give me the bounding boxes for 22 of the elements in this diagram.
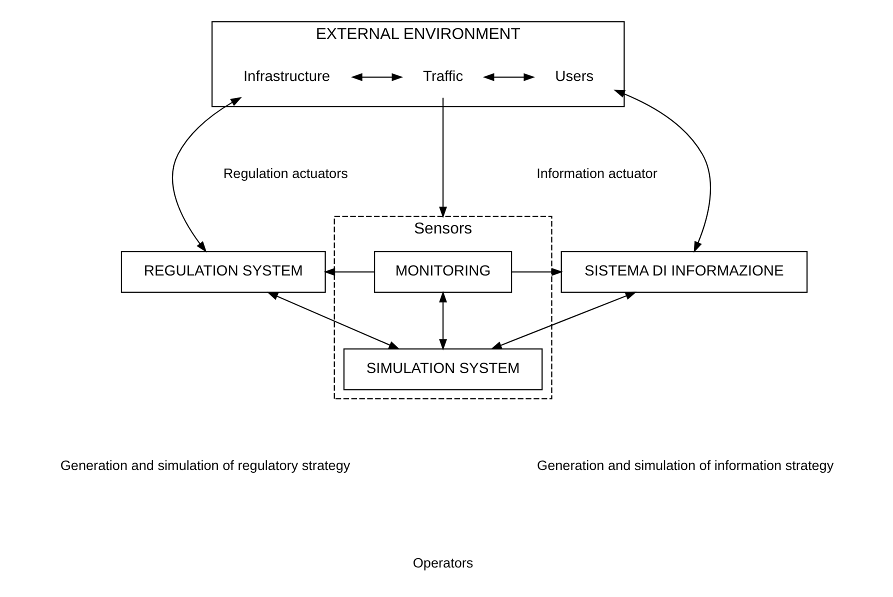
- node-box: SIMULATION SYSTEM: [342, 348, 542, 390]
- label: Operators: [412, 556, 473, 571]
- arrow: [171, 96, 242, 253]
- arrow: [482, 73, 535, 82]
- node-text: Infrastructure: [242, 69, 330, 85]
- arrow: [266, 292, 400, 350]
- arrow: [350, 73, 403, 82]
- arrow: [511, 268, 562, 276]
- arrow: [490, 292, 636, 350]
- node-box: MONITORING: [373, 250, 512, 293]
- label: Information actuator: [536, 166, 657, 182]
- arrow: [438, 98, 446, 218]
- node-text: Users: [554, 69, 594, 85]
- label: Regulation actuators: [222, 166, 348, 182]
- node-box: REGULATION SYSTEM: [120, 250, 326, 293]
- arrow: [438, 291, 446, 350]
- label: Generation and simulation of regulatory strategy: [60, 458, 350, 474]
- node-text: Traffic: [422, 69, 463, 85]
- arrow: [323, 268, 374, 276]
- arrow: [613, 90, 710, 253]
- node-box: SISTEMA DI INFORMAZIONE: [560, 250, 808, 293]
- label: Generation and simulation of information strategy: [536, 458, 834, 474]
